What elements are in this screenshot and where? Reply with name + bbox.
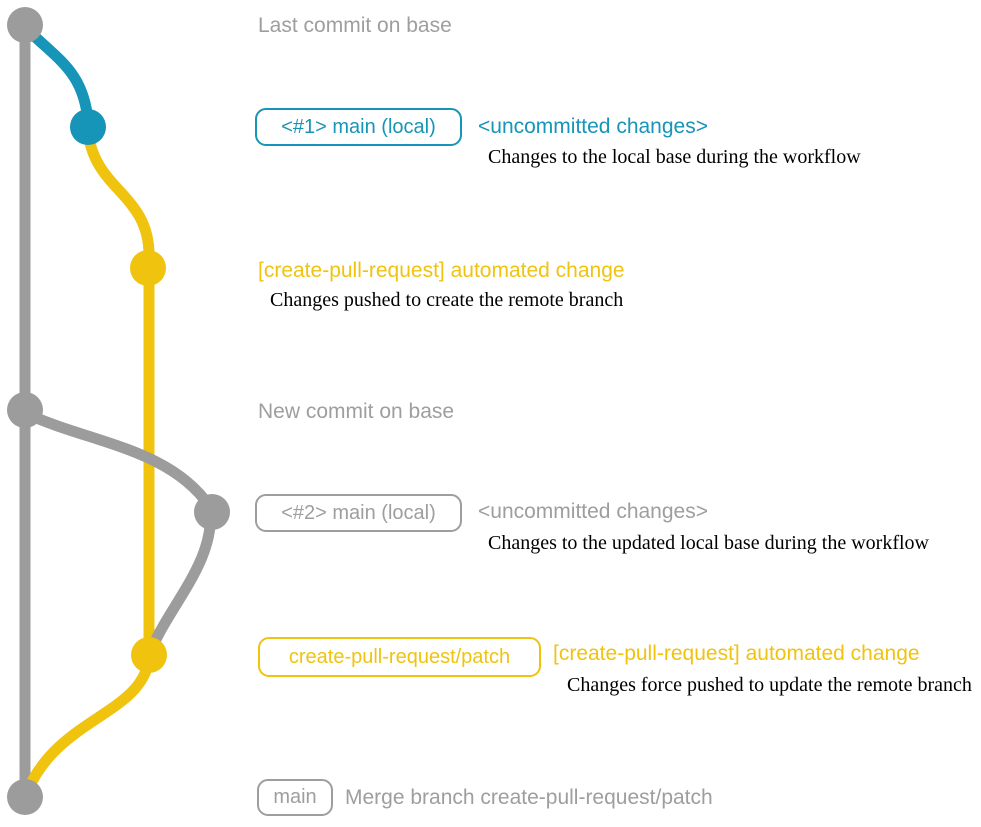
- commit-note-local-2: Changes to the updated local base during…: [488, 532, 929, 554]
- commit-note-remote-2: Changes force pushed to update the remot…: [567, 674, 972, 696]
- local-branch-curve: [19, 21, 94, 128]
- commit-dot-local-1: [70, 109, 106, 145]
- commit-message-local-2: <uncommitted changes>: [478, 500, 708, 523]
- commit-message-local-1: <uncommitted changes>: [478, 115, 708, 138]
- remote-branch-line: [82, 124, 155, 661]
- commit-message-base-new: New commit on base: [258, 400, 455, 423]
- branch-tag-local-2: <#2> main (local): [255, 494, 462, 532]
- branch-tag-main: main: [257, 779, 333, 816]
- branch-tag-remote: create-pull-request/patch: [258, 637, 541, 677]
- commit-dot-remote-1: [130, 250, 166, 286]
- commit-dot-local-2: [194, 494, 230, 530]
- commit-message-remote-1: [create-pull-request] automated change: [258, 259, 625, 282]
- branch-tag-local-1: <#1> main (local): [255, 108, 462, 146]
- commit-note-remote-1: Changes pushed to create the remote bran…: [270, 289, 624, 311]
- commit-message-remote-2: [create-pull-request] automated change: [553, 642, 920, 665]
- commit-dot-remote-2: [131, 637, 167, 673]
- git-graph: [7, 7, 230, 815]
- commit-dot-base-new: [7, 392, 43, 428]
- commit-note-local-1: Changes to the local base during the wor…: [488, 146, 861, 168]
- commit-dot-merge: [7, 779, 43, 815]
- commit-message-merge: Merge branch create-pull-request/patch: [345, 786, 713, 809]
- commit-message-base-tip: Last commit on base: [258, 14, 452, 37]
- commit-dot-base-tip: [7, 7, 43, 43]
- merge-curve: [21, 654, 155, 798]
- base-update-curve: [19, 407, 217, 654]
